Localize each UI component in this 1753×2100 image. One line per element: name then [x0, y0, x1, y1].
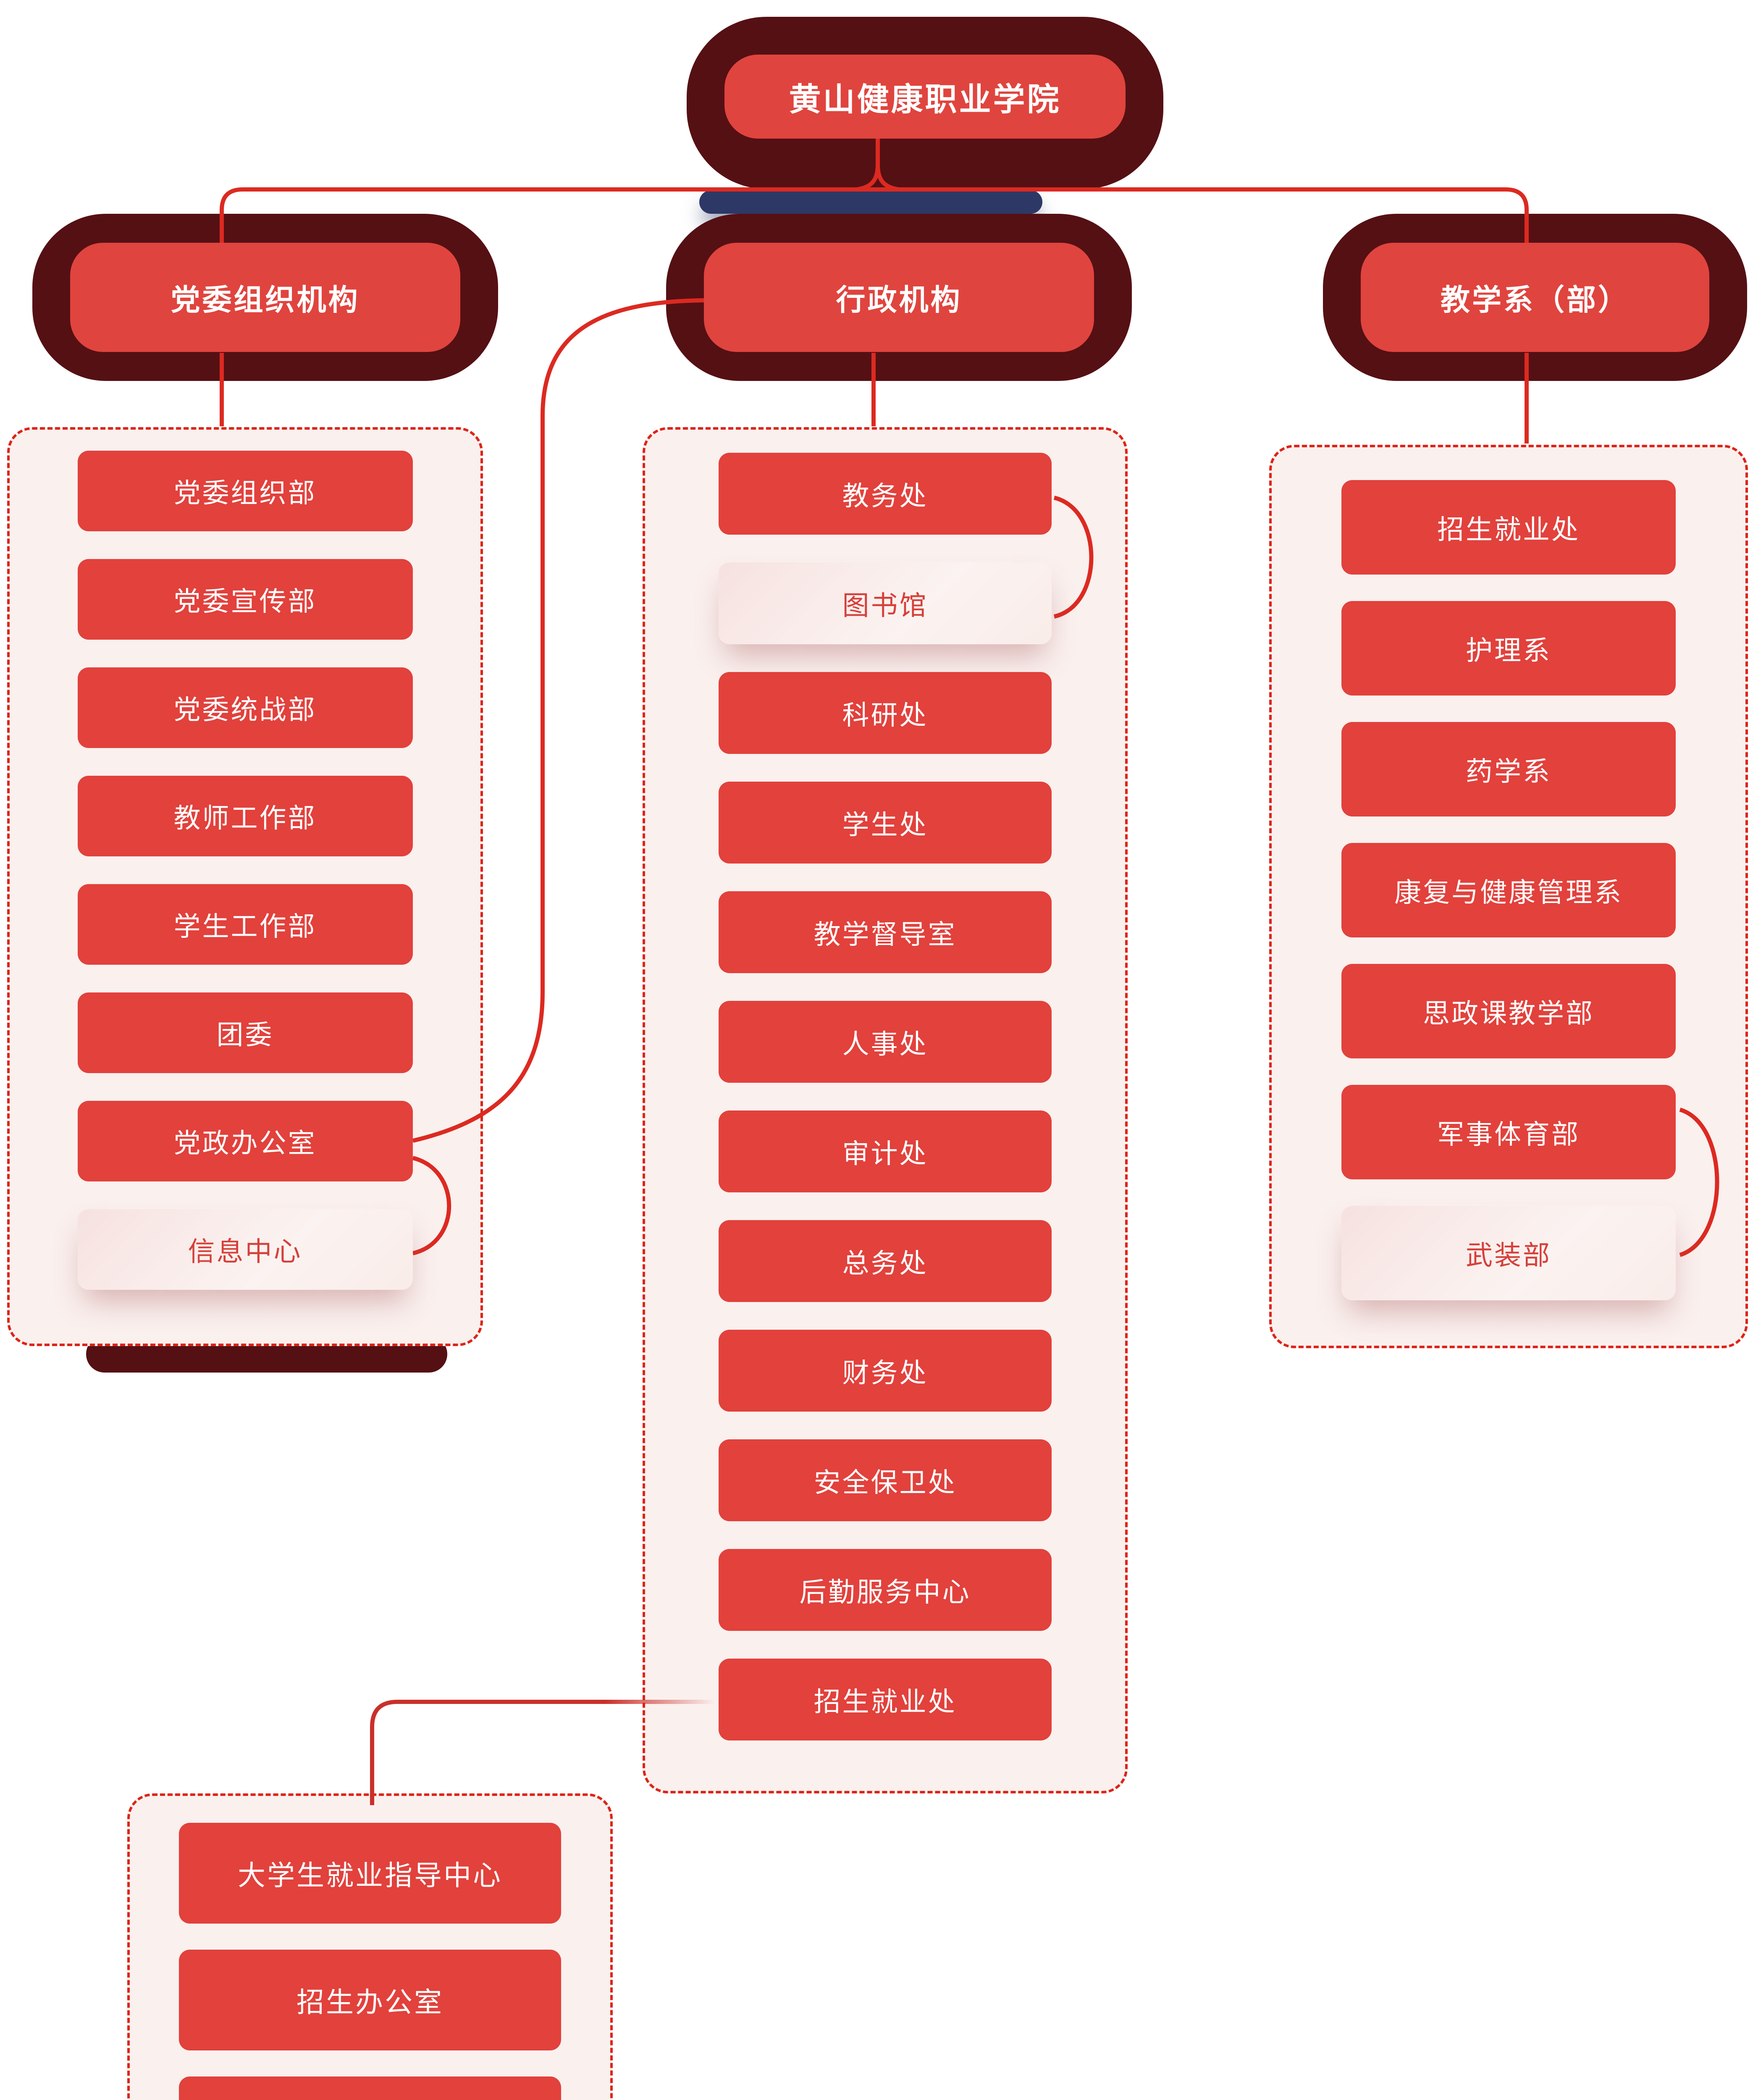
org-item: 药学系 — [1341, 722, 1676, 816]
navy-backdrop-pill — [699, 190, 1042, 214]
org-item-label: 党委统战部 — [173, 695, 317, 725]
branch-header-admin: 行政机构 — [704, 243, 1094, 352]
org-item-label: 护理系 — [1466, 635, 1551, 666]
org-item: 军事体育部 — [1341, 1085, 1676, 1179]
org-item-label: 人事处 — [842, 1029, 928, 1059]
org-item: 教学督导室 — [719, 891, 1052, 973]
org-item-label: 教学督导室 — [814, 919, 957, 950]
org-item: 安全保卫处 — [719, 1439, 1052, 1521]
arc-military-armed — [1679, 1108, 1719, 1257]
org-item: 后勤服务中心 — [719, 1549, 1052, 1631]
org-item-label: 学生处 — [842, 809, 928, 840]
org-item-label: 总务处 — [842, 1248, 928, 1278]
org-item-label: 教师工作部 — [173, 803, 317, 833]
org-item-label: 党委组织部 — [173, 478, 317, 508]
org-item: 康复与健康管理系 — [1341, 843, 1676, 937]
item-list-teaching: 招生就业处 护理系 药学系 康复与健康管理系 思政课教学部 军事体育部 武装部 — [1269, 445, 1748, 1300]
org-item: 学生处 — [719, 782, 1052, 864]
item-list-admin-sub: 大学生就业指导中心 招生办公室 继续教育学院 — [127, 1793, 613, 2100]
org-item: 审计处 — [719, 1110, 1052, 1192]
org-item: 思政课教学部 — [1341, 964, 1676, 1058]
org-item: 护理系 — [1341, 601, 1676, 696]
org-item-label: 后勤服务中心 — [799, 1577, 971, 1607]
org-item: 武装部 — [1341, 1206, 1676, 1300]
branch-header-party: 党委组织机构 — [70, 243, 460, 352]
org-item-label: 信息中心 — [188, 1236, 302, 1267]
org-item-label: 药学系 — [1466, 756, 1551, 787]
org-item-label: 思政课教学部 — [1423, 998, 1594, 1029]
org-item-label: 军事体育部 — [1437, 1119, 1580, 1150]
org-item: 招生就业处 — [1341, 480, 1676, 575]
org-item: 财务处 — [719, 1330, 1052, 1412]
org-item-label: 招生就业处 — [814, 1686, 957, 1717]
org-item-label: 科研处 — [842, 700, 928, 730]
org-item-label: 团委 — [216, 1020, 274, 1050]
org-item: 学生工作部 — [77, 884, 413, 965]
root-drop-line — [856, 136, 880, 192]
org-item-label: 图书馆 — [842, 590, 928, 621]
org-item: 党委组织部 — [77, 451, 413, 531]
org-item: 教师工作部 — [77, 776, 413, 856]
org-item-label: 招生办公室 — [297, 1987, 443, 2018]
org-item: 招生就业处 — [719, 1659, 1052, 1740]
root-drop-line-right — [876, 164, 899, 192]
branch-rail-line — [220, 187, 1529, 243]
org-item-label: 招生就业处 — [1437, 514, 1580, 545]
arc-office-infocenter — [412, 1156, 451, 1255]
org-item: 党政办公室 — [77, 1101, 413, 1181]
org-item: 总务处 — [719, 1220, 1052, 1302]
org-item-label: 武装部 — [1466, 1240, 1551, 1270]
org-item-label: 大学生就业指导中心 — [238, 1860, 502, 1891]
org-item: 继续教育学院 — [179, 2076, 561, 2100]
item-list-party: 党委组织部 党委宣传部 党委统战部 教师工作部 学生工作部 团委 党政办公室 信… — [7, 427, 483, 1290]
org-item: 招生办公室 — [179, 1950, 561, 2050]
sub-branch-elbow — [370, 1700, 715, 1805]
org-item: 信息中心 — [77, 1209, 413, 1290]
branch-header-teaching: 教学系（部） — [1361, 243, 1709, 352]
org-item-label: 康复与健康管理系 — [1394, 877, 1623, 908]
org-item: 人事处 — [719, 1001, 1052, 1083]
root-node: 黄山健康职业学院 — [724, 55, 1126, 139]
org-item: 大学生就业指导中心 — [179, 1823, 561, 1924]
org-item: 党委统战部 — [77, 667, 413, 748]
org-item: 教务处 — [719, 453, 1052, 535]
org-item: 科研处 — [719, 672, 1052, 754]
org-item-label: 财务处 — [842, 1357, 928, 1388]
org-item: 图书馆 — [719, 562, 1052, 644]
admin-to-party-office-curve — [412, 298, 704, 1143]
org-item-label: 审计处 — [842, 1138, 928, 1169]
item-list-admin: 教务处 图书馆 科研处 学生处 教学督导室 人事处 审计处 总务处 财务处 安全… — [643, 427, 1128, 1740]
org-item-label: 教务处 — [842, 480, 928, 511]
org-item-label: 党委宣传部 — [173, 586, 317, 617]
org-item-label: 党政办公室 — [173, 1128, 317, 1158]
org-item: 团委 — [77, 992, 413, 1073]
arc-jiaowuchu-library — [1053, 496, 1094, 619]
org-item-label: 安全保卫处 — [814, 1467, 957, 1498]
org-item-label: 学生工作部 — [173, 911, 317, 942]
org-item: 党委宣传部 — [77, 559, 413, 640]
